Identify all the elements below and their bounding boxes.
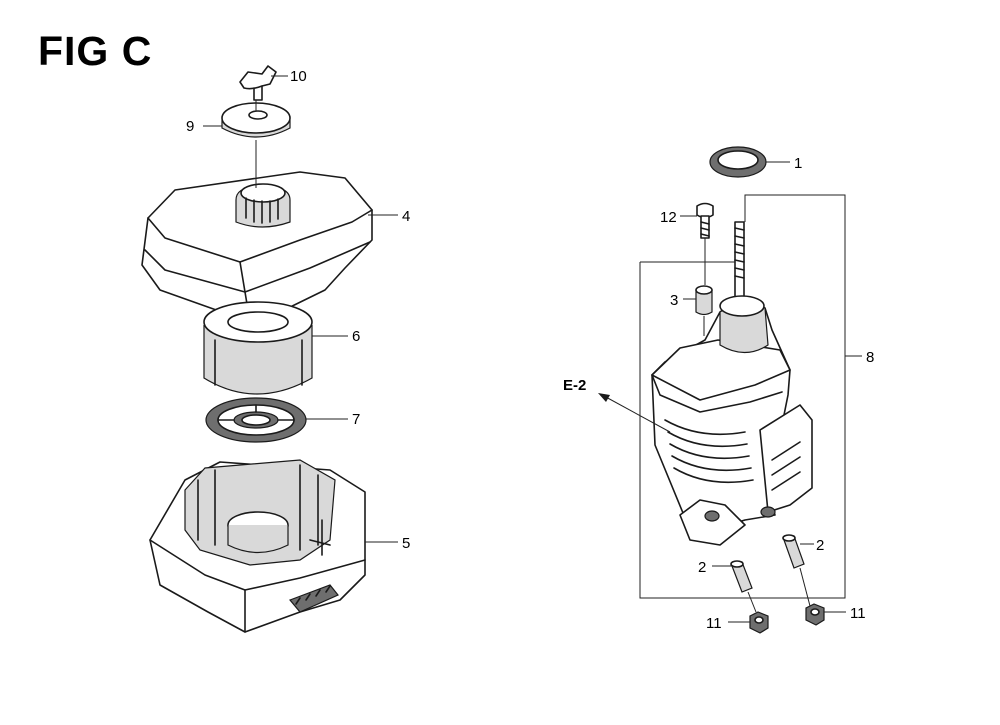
collar-part: [683, 285, 713, 336]
callout-8: 8: [866, 349, 874, 366]
reference-e2: E-2: [563, 377, 586, 394]
callout-5: 5: [402, 535, 410, 552]
nut-part-left: [728, 611, 769, 634]
cover-cap-part: [221, 100, 291, 138]
figure-title: FIG C: [38, 28, 153, 74]
e2-reference-arrow: [598, 393, 671, 433]
spacer-part-right: [782, 534, 814, 607]
air-cleaner-cover-part: [141, 140, 373, 323]
bolt-part: [680, 202, 714, 285]
callout-2-left: 2: [698, 559, 706, 576]
callout-labels: 10 9 4 6 7 5 1 12 3 8 E-2 2 2 11 11: [186, 68, 874, 632]
wing-nut-part: [239, 65, 277, 101]
callout-12: 12: [660, 209, 677, 226]
callout-2-right: 2: [816, 537, 824, 554]
callout-9: 9: [186, 118, 194, 135]
nut-part-right: [805, 603, 846, 626]
air-cleaner-case-part: [149, 459, 366, 633]
callout-10: 10: [290, 68, 307, 85]
filter-grommet-part: [205, 397, 307, 443]
muffler-part: [651, 295, 813, 546]
assembly-bracket: [639, 194, 862, 599]
callout-6: 6: [352, 328, 360, 345]
o-ring-part: [709, 146, 790, 178]
callout-7: 7: [352, 411, 360, 428]
callout-3: 3: [670, 292, 678, 309]
callout-1: 1: [794, 155, 802, 172]
filter-element-part: [203, 301, 313, 395]
callout-11-right: 11: [850, 605, 866, 622]
spacer-part-left: [712, 560, 757, 613]
callout-4: 4: [402, 208, 410, 225]
stud-bolt-part: [734, 221, 745, 305]
left-leader-lines: [203, 75, 398, 543]
callout-11-left: 11: [706, 615, 722, 632]
